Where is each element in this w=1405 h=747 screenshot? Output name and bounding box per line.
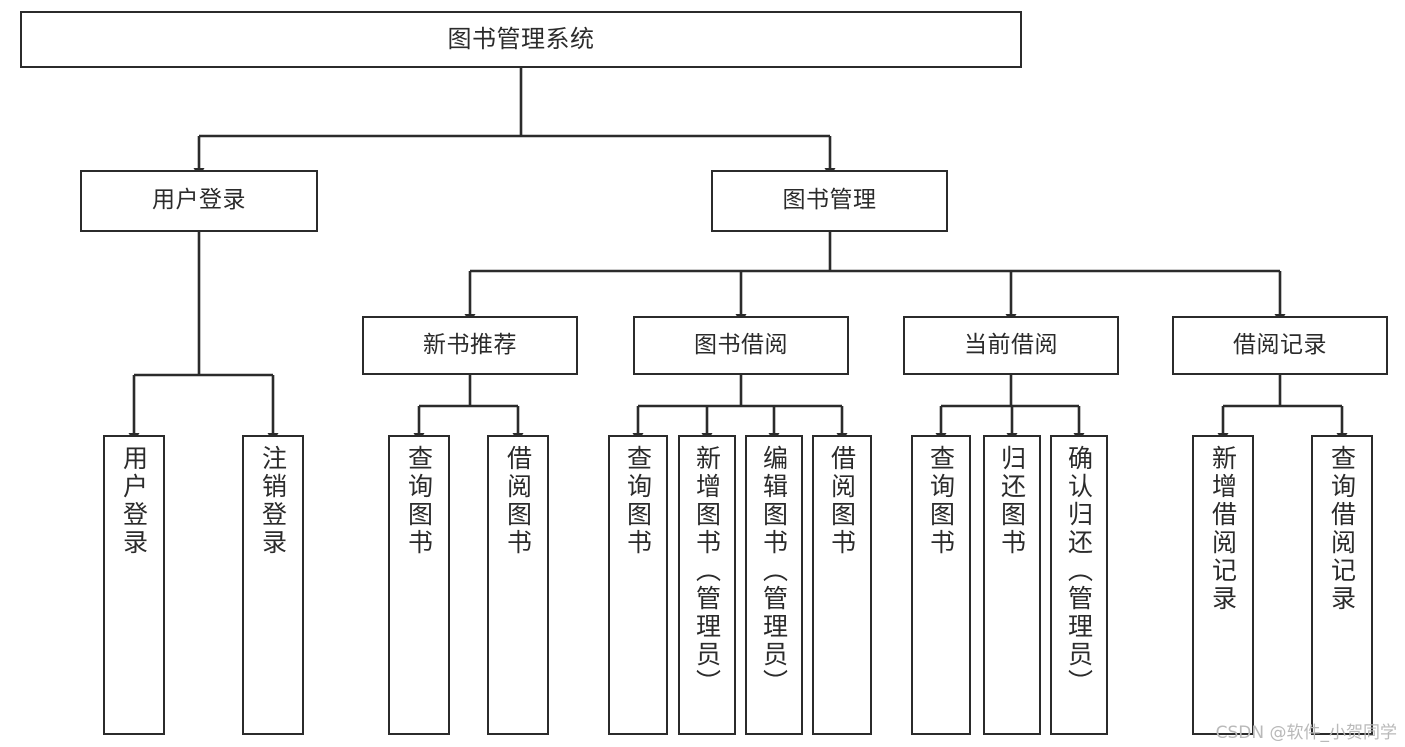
node-leaf-user-login[interactable]: 用户登录 [103,435,165,735]
node-leaf-user-logout[interactable]: 注销登录 [242,435,304,735]
node-label: 确认归还（管理员） [1064,445,1094,697]
node-label: 借阅图书 [827,445,857,557]
node-label: 用户登录 [119,445,149,557]
node-label: 查询图书 [926,445,956,557]
node-label: 归还图书 [997,445,1027,557]
node-leaf-confirm-ret[interactable]: 确认归还（管理员） [1050,435,1108,735]
node-label: 编辑图书（管理员） [759,445,789,697]
node-leaf-add-record[interactable]: 新增借阅记录 [1192,435,1254,735]
node-label: 新书推荐 [423,331,517,358]
node-book-borrow[interactable]: 图书借阅 [633,316,849,375]
node-leaf-query-book-3[interactable]: 查询图书 [911,435,971,735]
node-label: 用户登录 [152,187,246,214]
node-label: 新增借阅记录 [1208,445,1238,613]
node-leaf-query-record[interactable]: 查询借阅记录 [1311,435,1373,735]
node-leaf-query-book-1[interactable]: 查询图书 [388,435,450,735]
node-leaf-add-book[interactable]: 新增图书（管理员） [678,435,736,735]
node-label: 查询图书 [623,445,653,557]
node-leaf-return-book[interactable]: 归还图书 [983,435,1041,735]
node-label: 新增图书（管理员） [692,445,722,697]
node-root[interactable]: 图书管理系统 [20,11,1022,68]
node-label: 图书借阅 [694,331,788,358]
node-label: 查询借阅记录 [1327,445,1357,613]
node-label: 注销登录 [258,445,288,557]
node-label: 借阅记录 [1233,331,1327,358]
node-borrow-record[interactable]: 借阅记录 [1172,316,1388,375]
node-label: 图书管理 [782,187,877,214]
node-user-login[interactable]: 用户登录 [80,170,318,232]
node-leaf-borrow-book-1[interactable]: 借阅图书 [487,435,549,735]
csdn-watermark: CSDN @软件_小贺同学 [1215,723,1397,743]
edge-group [128,68,1348,442]
node-leaf-query-book-2[interactable]: 查询图书 [608,435,668,735]
node-new-book-rec[interactable]: 新书推荐 [362,316,578,375]
node-book-mgmt[interactable]: 图书管理 [711,170,948,232]
node-label: 当前借阅 [964,331,1058,358]
node-label: 查询图书 [404,445,434,557]
node-leaf-edit-book[interactable]: 编辑图书（管理员） [745,435,803,735]
node-label: 借阅图书 [503,445,533,557]
node-current-borrow[interactable]: 当前借阅 [903,316,1119,375]
node-leaf-borrow-book-2[interactable]: 借阅图书 [812,435,872,735]
node-label: 图书管理系统 [447,25,595,54]
